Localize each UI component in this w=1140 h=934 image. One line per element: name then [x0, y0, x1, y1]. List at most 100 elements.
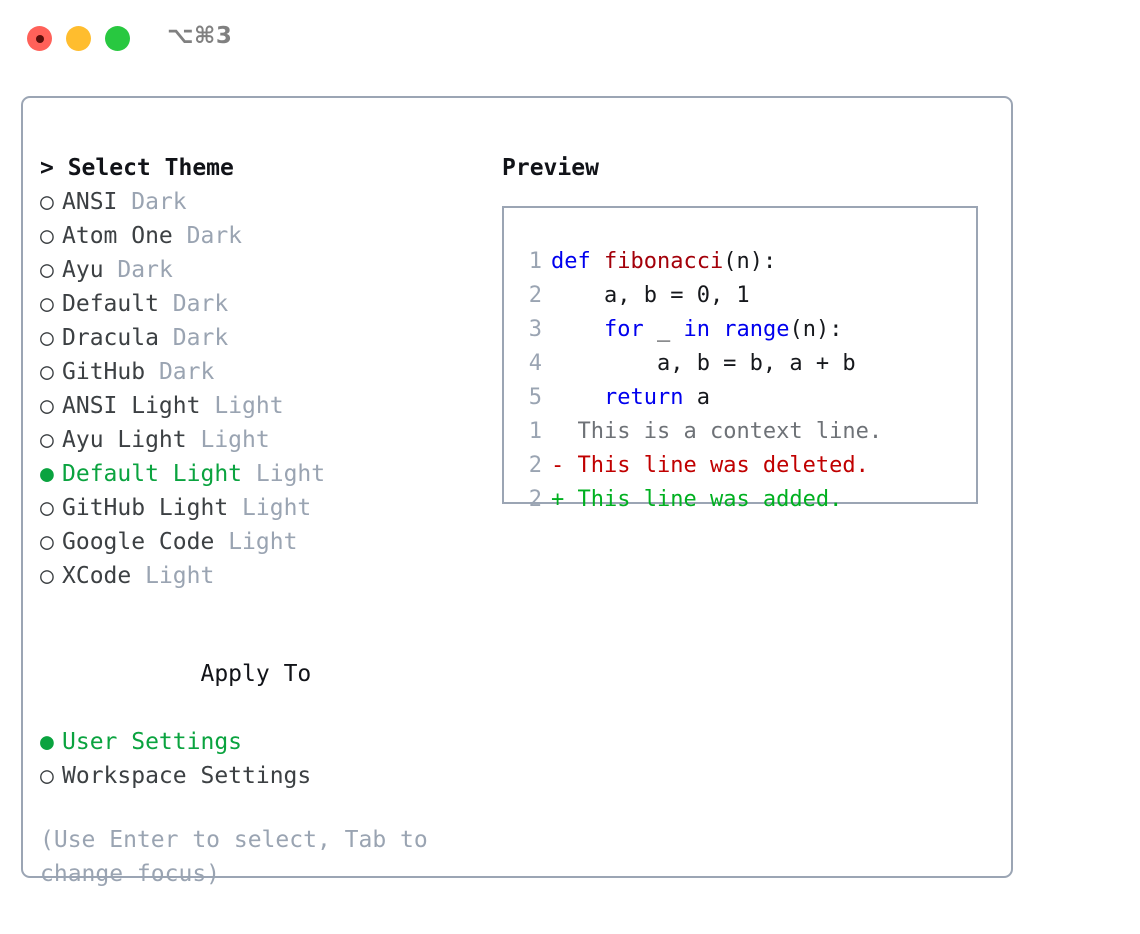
radio-unselected-icon: ○ [40, 291, 54, 317]
theme-option-label: Default [62, 291, 159, 317]
line-number: 5 [528, 385, 542, 410]
radio-unselected-icon: ○ [40, 529, 54, 555]
theme-option-google-code[interactable]: ○Google Code Light [40, 525, 480, 559]
diff-sign [551, 419, 564, 444]
code-token: for [603, 317, 644, 342]
theme-option-default-light[interactable]: ● Default Light Light [40, 457, 480, 491]
apply-to-group: ○Apply To ● User Settings ○ Workspace Setti… [40, 623, 480, 793]
theme-option-label: Dracula [62, 325, 159, 351]
theme-option-label: XCode [62, 563, 132, 589]
theme-option-default[interactable]: ○ Default Dark [40, 287, 480, 321]
preview-heading: Preview [502, 155, 599, 181]
line-number: 4 [528, 351, 542, 376]
radio-unselected-icon: ○ [40, 393, 54, 419]
line-number: 1 [528, 249, 542, 274]
theme-option-atom-one[interactable]: ○Atom One Dark [40, 219, 480, 253]
code-line: 5 return a [516, 381, 856, 415]
line-number: 2 [528, 487, 542, 512]
apply-to-heading-label: Apply To [200, 661, 312, 687]
diff-sign: - [551, 453, 565, 478]
radio-unselected-icon: ○ [40, 495, 54, 521]
theme-option-label: Ayu Light [62, 427, 187, 453]
code-token: fibonacci [603, 249, 724, 274]
radio-unselected-icon: ○ [40, 223, 54, 249]
theme-option-kind: Light [200, 427, 270, 453]
theme-option-kind: Light [214, 393, 284, 419]
theme-option-ayu[interactable]: ○ Ayu Dark [40, 253, 480, 287]
theme-option-ansi-light[interactable]: ○ ANSI Light Light [40, 389, 480, 423]
diff-sign: + [551, 487, 565, 512]
radio-unselected-icon: ○ [40, 359, 54, 385]
radio-unselected-icon: ○ [40, 257, 54, 283]
close-window-button[interactable] [27, 26, 52, 51]
theme-option-kind: Light [255, 461, 326, 487]
theme-option-label: Default Light [62, 461, 243, 487]
apply-to-option-label: Workspace Settings [62, 763, 312, 789]
code-line: 3 for _ in range(n): [516, 313, 856, 347]
code-token: a, b = b, a + b [551, 351, 856, 376]
code-token: (n): [723, 249, 777, 274]
code-token: def [551, 249, 604, 274]
main-panel: > Select Theme ○ANSI Dark○Atom One Dark○… [21, 96, 1013, 887]
code-token: _ [643, 317, 684, 342]
traffic-light-group [27, 26, 130, 51]
code-line: 4 a, b = b, a + b [516, 347, 856, 381]
keyboard-shortcut-label: ⌥⌘3 [167, 23, 233, 49]
theme-option-kind: Dark [172, 325, 229, 351]
radio-selected-icon: ● [40, 729, 54, 755]
theme-option-label: Ayu [62, 257, 104, 283]
code-token: range [723, 317, 790, 342]
diff-sample: 1 This is a context line.2- This line wa… [516, 415, 882, 517]
radio-unselected-icon: ○ [40, 325, 54, 351]
apply-to-option-user-settings[interactable]: ● User Settings [40, 725, 480, 759]
diff-line: 2- This line was deleted. [516, 449, 882, 483]
radio-unselected-icon: ○ [40, 763, 54, 789]
theme-option-github[interactable]: ○ GitHub Dark [40, 355, 480, 389]
diff-text: This is a context line. [577, 419, 883, 444]
theme-option-label: GitHub [62, 359, 146, 385]
theme-option-ayu-light[interactable]: ○Ayu Light Light [40, 423, 480, 457]
diff-text: This line was deleted. [577, 453, 869, 478]
code-line: 2 a, b = 0, 1 [516, 279, 856, 313]
theme-option-label: Google Code [62, 529, 215, 555]
theme-options-container: ○ ANSI Dark ○ Atom One Dark ○ Ayu Dark ○ Defaul… [40, 185, 480, 593]
theme-option-ansi[interactable]: ○ANSI Dark [40, 185, 480, 219]
diff-line: 1 This is a context line. [516, 415, 882, 449]
code-token: in [683, 317, 710, 342]
select-theme-heading: > Select Theme [40, 155, 234, 181]
radio-selected-icon: ● [40, 461, 54, 487]
code-token [710, 317, 723, 342]
maximize-window-button[interactable] [105, 26, 130, 51]
apply-to-option-workspace-settings[interactable]: ○ Workspace Settings [40, 759, 480, 793]
theme-option-github-light[interactable]: ○ GitHub Light Light [40, 491, 480, 525]
theme-option-label: Atom One [62, 223, 173, 249]
theme-option-xcode[interactable]: ○XCode Light [40, 559, 480, 593]
theme-option-label: ANSI [62, 189, 118, 215]
apply-to-option-label: User Settings [62, 729, 243, 755]
theme-option-dracula[interactable]: ○ Dracula Dark [40, 321, 480, 355]
code-token: (n): [789, 317, 843, 342]
radio-unselected-icon: ○ [40, 189, 54, 215]
theme-option-label: GitHub Light [62, 495, 229, 521]
theme-option-kind: Light [145, 563, 215, 589]
line-number: 1 [528, 419, 542, 444]
apply-to-options-container: ● User Settings ○ Workspace Settings [40, 725, 480, 793]
code-token: a [683, 385, 710, 410]
line-number: 3 [528, 317, 542, 342]
theme-option-kind: Light [242, 495, 312, 521]
code-line: 1 def fibonacci(n): [516, 245, 856, 279]
code-token: a, b = 0, 1 [551, 283, 750, 308]
diff-line: 2+ This line was added. [516, 483, 882, 517]
theme-option-kind: Dark [172, 291, 229, 317]
theme-picker-list: > Select Theme ○ANSI Dark○Atom One Dark○… [40, 151, 480, 891]
apply-to-heading: ○Apply To [40, 623, 480, 725]
hint-text: (Use Enter to select, Tab to change focu… [40, 827, 428, 887]
theme-option-label: ANSI Light [62, 393, 201, 419]
theme-option-kind: Dark [158, 359, 215, 385]
theme-option-kind: Dark [117, 257, 173, 283]
minimize-window-button[interactable] [66, 26, 91, 51]
